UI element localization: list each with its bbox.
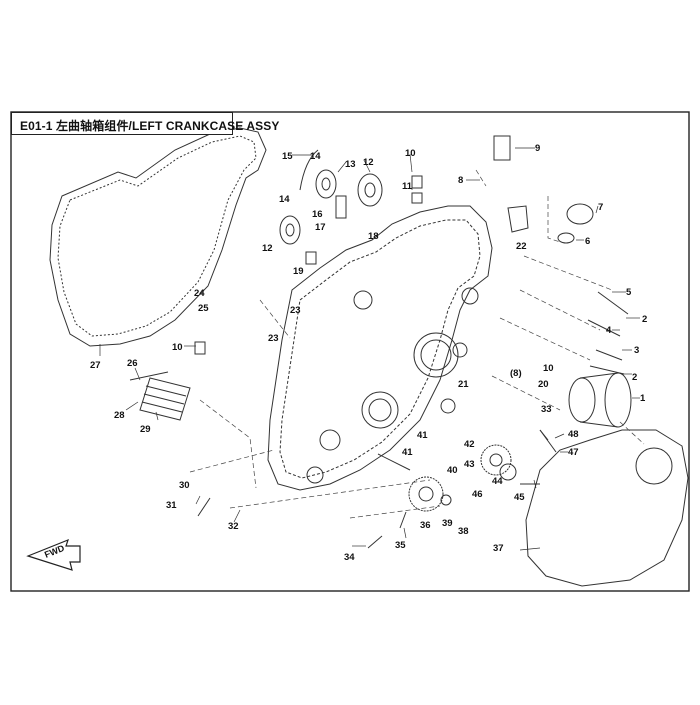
diagram-title: E01-1 左曲轴箱组件/LEFT CRANKCASE ASSY [20, 119, 280, 133]
callout-42: 42 [464, 439, 475, 450]
callout-33: 33 [541, 404, 552, 415]
breather-hose [299, 149, 319, 191]
gear-43 [480, 444, 512, 476]
bearing-13 [315, 169, 337, 199]
callout-8: 8 [458, 175, 463, 186]
callout-17: 17 [315, 222, 326, 233]
callout-29: 29 [140, 424, 151, 435]
callout-43: 43 [464, 459, 475, 470]
callout-13: 13 [345, 159, 356, 170]
diagram-border [10, 111, 690, 592]
bearing-12-left [279, 215, 301, 245]
callout-37: 37 [493, 543, 504, 554]
callout-21: 21 [458, 379, 469, 390]
callout-27: 27 [90, 360, 101, 371]
callout-12: 12 [262, 243, 273, 254]
fwd-arrow [26, 538, 81, 571]
callout-45: 45 [514, 492, 525, 503]
callout-22: 22 [516, 241, 527, 252]
callout-23: 23 [290, 305, 301, 316]
callout-23: 23 [268, 333, 279, 344]
crankcase-body [267, 205, 493, 491]
left-cover-gasket [49, 127, 267, 347]
plug-22 [507, 205, 529, 233]
leader-lines [99, 147, 640, 551]
gear-36 [408, 476, 444, 512]
oil-pressure-valve [493, 135, 511, 161]
callout-31: 31 [166, 500, 177, 511]
callout-14: 14 [310, 151, 321, 162]
oil-strainer [139, 377, 191, 421]
callout-4: 4 [606, 325, 612, 336]
bolt-5 [597, 291, 629, 315]
callout-18: 18 [368, 231, 379, 242]
callout-41: 41 [417, 430, 428, 441]
callout-11: 11 [402, 181, 413, 192]
title-box: E01-1 左曲轴箱组件/LEFT CRANKCASE ASSY [11, 112, 279, 135]
callout-26: 26 [127, 358, 138, 369]
crank-bore [413, 332, 459, 378]
callout-48: 48 [568, 429, 579, 440]
output-bore [361, 391, 399, 429]
filler-cap [566, 203, 594, 225]
callout-5: 5 [626, 287, 632, 298]
callout-10: 10 [543, 363, 554, 374]
bolt-3 [595, 349, 623, 361]
callout-36: 36 [420, 520, 431, 531]
callout-12: 12 [363, 157, 374, 168]
sensor-16 [335, 195, 347, 219]
callout-35: 35 [395, 540, 406, 551]
callout-28: 28 [114, 410, 125, 421]
callout-8-ref: (8) [510, 368, 522, 379]
callout-14: 14 [279, 194, 290, 205]
callout-3: 3 [634, 345, 639, 356]
right-cover-gasket [525, 429, 689, 587]
callout-25: 25 [198, 303, 209, 314]
callout-7: 7 [598, 202, 603, 213]
o-ring-6 [557, 232, 575, 244]
callout-16: 16 [312, 209, 323, 220]
callout-24: 24 [194, 288, 205, 299]
callout-47: 47 [568, 447, 579, 458]
callout-39: 39 [442, 518, 453, 529]
callout-10: 10 [405, 148, 416, 159]
parts-artwork [49, 127, 689, 587]
bearing-21 [440, 398, 456, 414]
guide-lines [189, 169, 645, 519]
callout-44: 44 [492, 476, 503, 487]
callout-6: 6 [585, 236, 590, 247]
callout-34: 34 [344, 552, 355, 563]
callout-20: 20 [538, 379, 549, 390]
bolt-34 [367, 535, 383, 549]
callout-30: 30 [179, 480, 190, 491]
oil-filter [568, 372, 632, 428]
callout-40: 40 [447, 465, 458, 476]
callout-15: 15 [282, 151, 293, 162]
callout-38: 38 [458, 526, 469, 537]
callout-2: 2 [632, 372, 637, 383]
washer-44 [499, 463, 517, 481]
callout-46: 46 [472, 489, 483, 500]
callout-10: 10 [172, 342, 183, 353]
bolt-31 [197, 497, 211, 517]
bearing-12-top [357, 173, 383, 207]
callout-2: 2 [642, 314, 647, 325]
bolt-4 [587, 319, 621, 337]
bracket-35 [399, 511, 407, 529]
callout-9: 9 [535, 143, 540, 154]
callout-32: 32 [228, 521, 239, 532]
callout-1: 1 [640, 393, 646, 404]
callout-labels: 1 2 2 3 4 5 6 7 8 9 10 10 10 11 12 12 13… [90, 143, 647, 563]
callout-19: 19 [293, 266, 304, 277]
callout-41: 41 [402, 447, 413, 458]
